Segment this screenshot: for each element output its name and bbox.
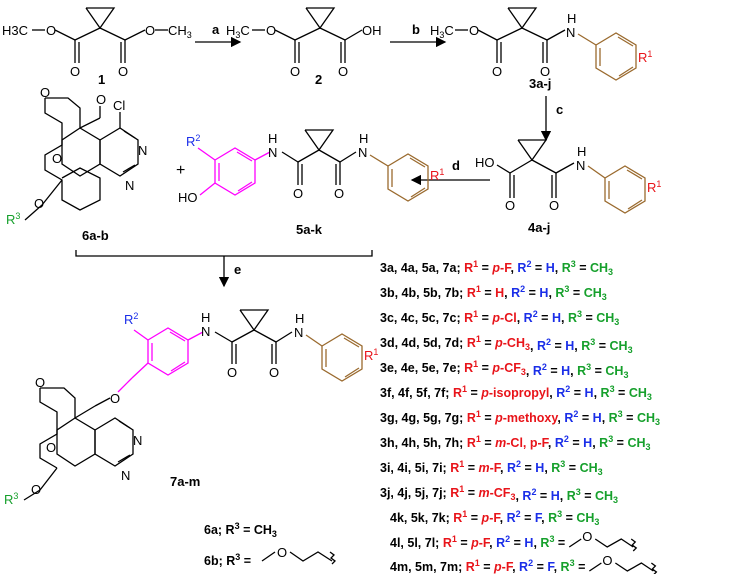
- legend-row: 3j, 4j, 5j, 7j; R1 = m-CF3, R2 = H, R3 =…: [380, 484, 618, 505]
- step-label-b: b: [412, 22, 420, 37]
- atom-h3c: H3C: [2, 23, 28, 38]
- legend-row: 3i, 4i, 5i, 7i; R1 = m-F, R2 = H, R3 = C…: [380, 459, 603, 477]
- substituent-legend: 3a, 4a, 5a, 7a; R1 = p-F, R2 = H, R3 = C…: [380, 259, 660, 574]
- legend-row: 3e, 4e, 5e, 7e; R1 = p-CF3, R2 = H, R3 =…: [380, 359, 628, 380]
- atom-h: H: [201, 310, 210, 325]
- compound-label-3: 3a-j: [529, 76, 551, 91]
- r2-substituent: R2: [186, 133, 200, 149]
- atom-n: N: [358, 145, 367, 160]
- compound-3-structure: O O O N H H3C R1: [430, 7, 652, 81]
- atom-o: O: [505, 198, 515, 213]
- atom-o: O: [40, 85, 50, 100]
- atom-ho: HO: [178, 190, 198, 205]
- legend-row: 3f, 4f, 5f, 7f; R1 = p-isopropyl, R2 = H…: [380, 384, 652, 402]
- atom-o: O: [334, 186, 344, 201]
- atom-n: N: [138, 143, 147, 158]
- compound-label-1: 1: [98, 72, 105, 87]
- atom-n: N: [294, 325, 303, 340]
- atom-o: O: [492, 64, 502, 79]
- compound-5-structure: R2 HO N H O O N H R1: [178, 129, 444, 205]
- atom-ch3: CH3: [168, 23, 192, 40]
- legend-row: 3g, 4g, 5g, 7g; R1 = p-methoxy, R2 = H, …: [380, 409, 660, 427]
- atom-o: O: [145, 23, 155, 38]
- legend-row: 4l, 5l, 7l; R1 = p-F, R2 = H, R3 =: [390, 534, 565, 550]
- compound-6-structure: O O O O Cl N N R3: [6, 85, 147, 227]
- compound-label-6: 6a-b: [82, 228, 109, 243]
- compound-7-structure: R2 O N H O O N H R1 O O O N N R3: [4, 309, 378, 507]
- atom-n: N: [133, 433, 142, 448]
- atom-o: O: [227, 365, 237, 380]
- compound-label-7: 7a-m: [170, 474, 200, 489]
- step-label-a: a: [212, 22, 220, 37]
- plus-sign: +: [176, 162, 185, 179]
- atom-o: O: [96, 92, 106, 107]
- atom-h: H: [577, 144, 586, 159]
- atom-n: N: [576, 158, 585, 173]
- legend-row: 3d, 4d, 5d, 7d; R1 = p-CH3, R2 = H, R3 =…: [380, 334, 633, 355]
- svg-text:O: O: [582, 529, 592, 544]
- r1-substituent: R1: [638, 49, 652, 65]
- compound-label-2: 2: [315, 72, 322, 87]
- atom-n: N: [566, 25, 575, 40]
- atom-o: O: [31, 482, 41, 497]
- legend-row: 4m, 5m, 7m; R1 = p-F, R2 = F, R3 =: [390, 558, 585, 574]
- svg-text:O: O: [602, 553, 612, 568]
- atom-h3c: H3C: [430, 23, 454, 40]
- atom-o: O: [277, 545, 287, 560]
- atom-o: O: [110, 391, 120, 406]
- methoxyethyl-fragment: O: [589, 553, 658, 574]
- legend-row: 3h, 4h, 5h, 7h; R1 = m-Cl, p-F, R2 = H, …: [380, 434, 651, 452]
- atom-o: O: [338, 64, 348, 79]
- atom-o: O: [70, 64, 80, 79]
- atom-o: O: [35, 375, 45, 390]
- atom-n: N: [201, 324, 210, 339]
- atom-o: O: [540, 64, 550, 79]
- label-6b: 6b; R3 =: [204, 552, 251, 568]
- atom-o: O: [293, 186, 303, 201]
- atom-o: O: [549, 198, 559, 213]
- atom-o: O: [290, 64, 300, 79]
- r1-substituent: R1: [647, 179, 661, 195]
- legend-row: 3c, 4c, 5c, 7c; R1 = p-Cl, R2 = H, R3 = …: [380, 309, 619, 327]
- atom-ho: HO: [475, 155, 495, 170]
- compound-2-structure: O O O OH H3C: [226, 7, 382, 79]
- atom-h: H: [268, 131, 277, 146]
- atom-o: O: [118, 64, 128, 79]
- compound-label-4: 4a-j: [528, 220, 550, 235]
- atom-o: O: [46, 23, 56, 38]
- atom-o: O: [34, 196, 44, 211]
- methoxyethyl-fragment: O: [261, 545, 336, 565]
- atom-h: H: [359, 131, 368, 146]
- r3-substituent: R3: [6, 211, 20, 227]
- methoxyethyl-fragment: O: [568, 529, 638, 552]
- atom-n: N: [125, 178, 134, 193]
- label-6a: 6a; R3 = CH3: [204, 521, 277, 539]
- legend-row: 4k, 5k, 7k; R1 = p-F, R2 = F, R3 = CH3: [390, 509, 599, 527]
- atom-h: H: [567, 11, 576, 26]
- atom-o: O: [52, 151, 62, 166]
- compound-4-structure: O O HO N H R1: [475, 139, 661, 214]
- atom-n: N: [121, 468, 130, 483]
- atom-o: O: [266, 23, 276, 38]
- r2-substituent: R2: [124, 311, 138, 327]
- atom-cl: Cl: [113, 98, 125, 113]
- legend-row: 3b, 4b, 5b, 7b; R1 = H, R2 = H, R3 = CH3: [380, 284, 607, 302]
- step-label-c: c: [556, 102, 563, 117]
- legend-row: 3a, 4a, 5a, 7a; R1 = p-F, R2 = H, R3 = C…: [380, 259, 613, 277]
- atom-o: O: [46, 440, 56, 455]
- step-label-d: d: [452, 158, 460, 173]
- compound-label-5: 5a-k: [296, 222, 323, 237]
- combine-bracket: [75, 250, 373, 257]
- step-label-e: e: [234, 262, 241, 277]
- atom-h3c: H3C: [226, 23, 250, 40]
- r1-substituent: R1: [364, 347, 378, 363]
- atom-n: N: [268, 145, 277, 160]
- atom-o: O: [469, 23, 479, 38]
- atom-o: O: [269, 365, 279, 380]
- compound-1-structure: O O O O H3C CH3: [2, 7, 192, 79]
- atom-h: H: [295, 311, 304, 326]
- r3-substituent: R3: [4, 491, 18, 507]
- atom-oh: OH: [362, 23, 382, 38]
